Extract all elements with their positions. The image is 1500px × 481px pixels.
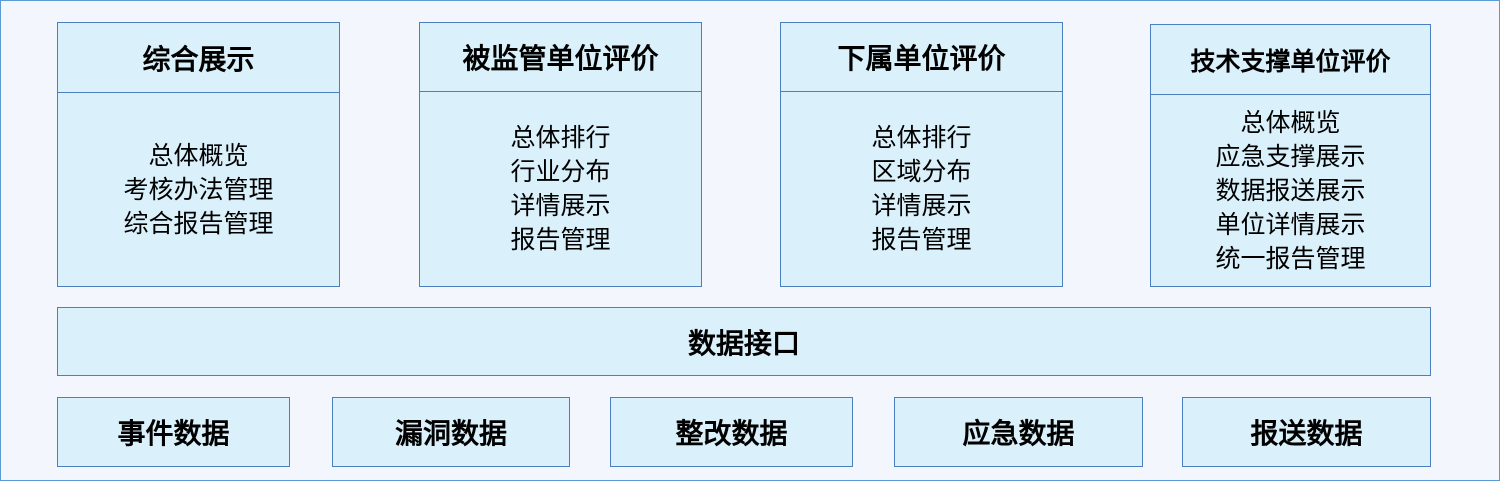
- module-items: 总体排行 区域分布 详情展示 报告管理: [781, 92, 1062, 286]
- source-label: 整改数据: [675, 417, 788, 450]
- module-item: 详情展示: [510, 191, 611, 220]
- module-items: 总体概览 考核办法管理 综合报告管理: [58, 93, 339, 286]
- module-items: 总体排行 行业分布 详情展示 报告管理: [420, 92, 701, 286]
- module-tech-support-unit-evaluation: 技术支撑单位评价 总体概览 应急支撑展示 数据报送展示 单位详情展示 统一报告管…: [1150, 24, 1431, 287]
- source-rectification-data: 整改数据: [610, 397, 853, 467]
- module-item: 报告管理: [510, 225, 611, 254]
- source-label: 应急数据: [962, 417, 1075, 450]
- module-item: 总体排行: [871, 123, 972, 152]
- module-item: 数据报送展示: [1215, 175, 1366, 205]
- module-item: 综合报告管理: [123, 208, 274, 238]
- module-item: 区域分布: [871, 157, 972, 186]
- module-item: 行业分布: [510, 157, 611, 186]
- source-label: 漏洞数据: [394, 417, 507, 450]
- source-label: 事件数据: [117, 417, 230, 450]
- module-item: 单位详情展示: [1215, 209, 1366, 239]
- module-item: 报告管理: [871, 225, 972, 254]
- module-title: 综合展示: [58, 23, 339, 93]
- module-comprehensive-display: 综合展示 总体概览 考核办法管理 综合报告管理: [57, 22, 340, 287]
- module-subordinate-unit-evaluation: 下属单位评价 总体排行 区域分布 详情展示 报告管理: [780, 22, 1063, 287]
- module-item: 考核办法管理: [123, 174, 274, 204]
- source-label: 报送数据: [1250, 417, 1363, 450]
- source-event-data: 事件数据: [57, 397, 290, 467]
- module-title: 技术支撑单位评价: [1151, 25, 1430, 95]
- data-interface-bar: 数据接口: [57, 307, 1431, 376]
- source-emergency-data: 应急数据: [894, 397, 1143, 467]
- module-title: 下属单位评价: [781, 23, 1062, 92]
- source-vulnerability-data: 漏洞数据: [332, 397, 570, 467]
- module-title: 被监管单位评价: [420, 23, 701, 92]
- module-item: 总体概览: [148, 140, 249, 170]
- module-item: 总体概览: [1240, 107, 1341, 137]
- module-item: 详情展示: [871, 191, 972, 220]
- module-items: 总体概览 应急支撑展示 数据报送展示 单位详情展示 统一报告管理: [1151, 95, 1430, 286]
- source-report-data: 报送数据: [1182, 397, 1431, 467]
- module-item: 总体排行: [510, 123, 611, 152]
- data-interface-label: 数据接口: [687, 326, 800, 360]
- module-item: 统一报告管理: [1215, 243, 1366, 273]
- module-supervised-unit-evaluation: 被监管单位评价 总体排行 行业分布 详情展示 报告管理: [419, 22, 702, 287]
- module-item: 应急支撑展示: [1215, 141, 1366, 171]
